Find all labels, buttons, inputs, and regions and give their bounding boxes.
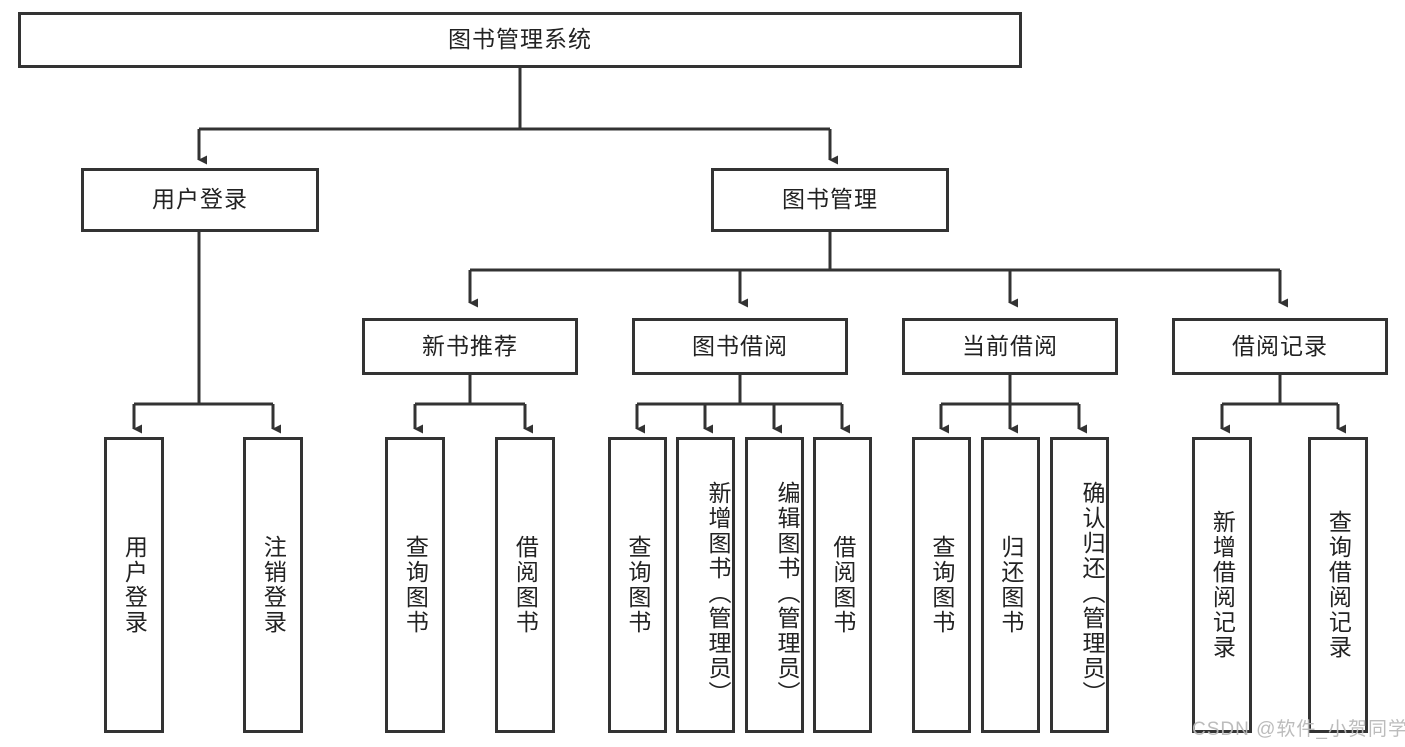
node-label: 借阅图书	[829, 535, 856, 635]
leaf-user-login[interactable]: 用户登录	[104, 437, 164, 733]
node-label: 归还图书	[997, 535, 1024, 635]
node-label: 查询图书	[624, 535, 651, 635]
node-book-management[interactable]: 图书管理	[711, 168, 949, 232]
node-label: 新增借阅记录	[1209, 510, 1236, 660]
node-label: 新书推荐	[422, 332, 518, 359]
leaf-logout-login[interactable]: 注销登录	[243, 437, 303, 733]
node-label: 图书管理系统	[448, 26, 592, 53]
node-current-borrow[interactable]: 当前借阅	[902, 318, 1118, 375]
node-user-login[interactable]: 用户登录	[81, 168, 319, 232]
node-root-book-management-system[interactable]: 图书管理系统	[18, 12, 1022, 68]
node-label: 新增图书（管理员）	[705, 480, 731, 706]
node-book-borrow[interactable]: 图书借阅	[632, 318, 848, 375]
leaf-confirm-return-admin[interactable]: 确认归还（管理员）	[1050, 437, 1109, 733]
leaf-query-book-borrow[interactable]: 查询图书	[608, 437, 667, 733]
node-label: 图书借阅	[692, 332, 788, 359]
node-label: 编辑图书（管理员）	[774, 480, 800, 706]
leaf-query-book-recommend[interactable]: 查询图书	[385, 437, 445, 733]
node-label: 查询图书	[928, 535, 955, 635]
node-label: 用户登录	[152, 186, 248, 213]
node-new-book-recommend[interactable]: 新书推荐	[362, 318, 578, 375]
leaf-return-book[interactable]: 归还图书	[981, 437, 1040, 733]
node-label: 查询图书	[402, 535, 429, 635]
leaf-query-borrow-record[interactable]: 查询借阅记录	[1308, 437, 1368, 733]
node-label: 借阅记录	[1232, 332, 1328, 359]
leaf-query-book-current[interactable]: 查询图书	[912, 437, 971, 733]
leaf-borrow-book[interactable]: 借阅图书	[813, 437, 872, 733]
node-borrow-record[interactable]: 借阅记录	[1172, 318, 1388, 375]
node-label: 确认归还（管理员）	[1079, 480, 1105, 706]
csdn-watermark: CSDN @软件_小贺同学	[1192, 719, 1405, 740]
node-label: 借阅图书	[512, 535, 539, 635]
node-label: 用户登录	[121, 535, 148, 635]
node-label: 当前借阅	[962, 332, 1058, 359]
leaf-borrow-book-recommend[interactable]: 借阅图书	[495, 437, 555, 733]
leaf-add-borrow-record[interactable]: 新增借阅记录	[1192, 437, 1252, 733]
leaf-edit-book-admin[interactable]: 编辑图书（管理员）	[745, 437, 804, 733]
node-label: 图书管理	[782, 186, 878, 213]
node-label: 注销登录	[260, 535, 287, 635]
node-label: 查询借阅记录	[1325, 510, 1352, 660]
leaf-add-book-admin[interactable]: 新增图书（管理员）	[676, 437, 735, 733]
